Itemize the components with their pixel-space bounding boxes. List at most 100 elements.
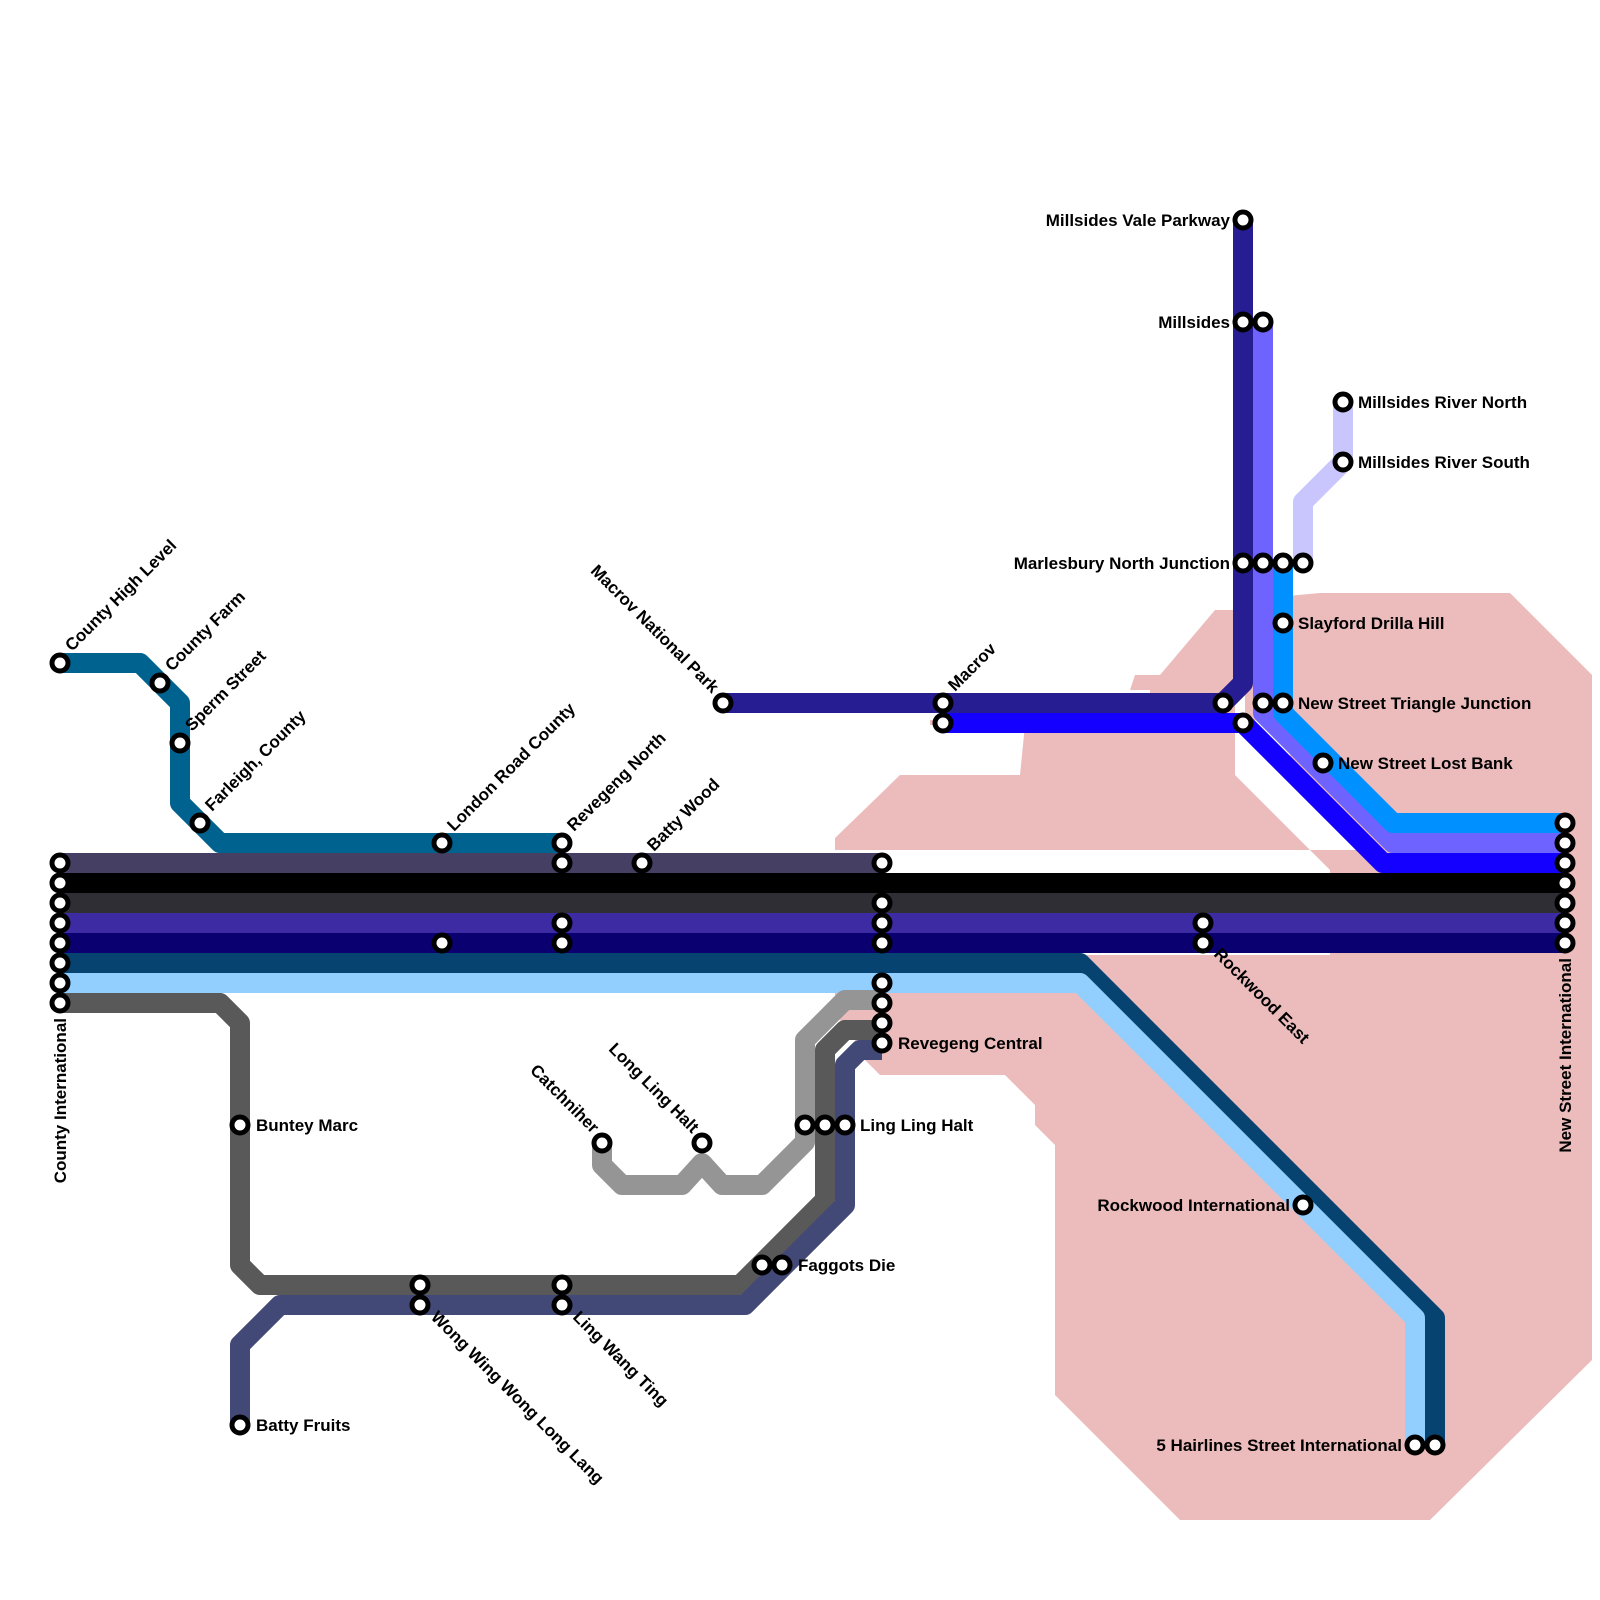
- station-marker[interactable]: [932, 712, 954, 734]
- station-marker[interactable]: [49, 952, 71, 974]
- label-catchniher: Catchniher: [526, 1061, 602, 1137]
- water-area: [835, 610, 1400, 870]
- station-marker[interactable]: [871, 852, 893, 874]
- station-marker[interactable]: [49, 992, 71, 1014]
- station-marker[interactable]: [1554, 872, 1576, 894]
- station-marker[interactable]: [551, 912, 573, 934]
- station-marker[interactable]: [871, 1012, 893, 1034]
- line-sky[interactable]: [60, 973, 1425, 1445]
- station-marker[interactable]: [1192, 932, 1214, 954]
- station-marker[interactable]: [1424, 1434, 1446, 1456]
- station-marker[interactable]: [932, 692, 954, 714]
- label-macrov: Macrov: [944, 639, 1000, 695]
- station-marker[interactable]: [409, 1294, 431, 1316]
- station-marker[interactable]: [1232, 311, 1254, 333]
- label-county-farm: County Farm: [161, 587, 249, 675]
- station-marker[interactable]: [871, 912, 893, 934]
- station-marker[interactable]: [1232, 209, 1254, 231]
- line-royal-navy[interactable]: [723, 220, 1253, 713]
- label-marlesbury-north-junction: Marlesbury North Junction: [1014, 554, 1230, 573]
- station-marker[interactable]: [691, 1132, 713, 1154]
- station-marker[interactable]: [1554, 912, 1576, 934]
- station-marker[interactable]: [551, 932, 573, 954]
- line-light-grey[interactable]: [592, 990, 882, 1195]
- station-marker[interactable]: [149, 672, 171, 694]
- line-periwinkle[interactable]: [1253, 322, 1565, 853]
- label-ling-wang-ting: Ling Wang Ting: [569, 1307, 672, 1410]
- station-marker[interactable]: [871, 1032, 893, 1054]
- label-millsides: Millsides: [1158, 313, 1230, 332]
- line-blue[interactable]: [943, 713, 1565, 873]
- stations: [49, 209, 1576, 1456]
- station-marker[interactable]: [1554, 932, 1576, 954]
- label-millsides-vale-parkway: Millsides Vale Parkway: [1046, 211, 1231, 230]
- station-marker[interactable]: [1252, 311, 1274, 333]
- station-marker[interactable]: [1272, 692, 1294, 714]
- station-marker[interactable]: [1232, 712, 1254, 734]
- line-azure[interactable]: [1273, 563, 1565, 833]
- station-marker[interactable]: [169, 732, 191, 754]
- line-teal[interactable]: [60, 653, 562, 853]
- station-marker[interactable]: [431, 832, 453, 854]
- station-marker[interactable]: [1232, 552, 1254, 574]
- station-marker[interactable]: [49, 912, 71, 934]
- station-marker[interactable]: [49, 852, 71, 874]
- station-marker[interactable]: [1272, 552, 1294, 574]
- station-marker[interactable]: [229, 1114, 251, 1136]
- station-marker[interactable]: [1272, 612, 1294, 634]
- station-marker[interactable]: [551, 852, 573, 874]
- station-marker[interactable]: [1292, 1194, 1314, 1216]
- line-dark-grey[interactable]: [60, 993, 882, 1295]
- station-marker[interactable]: [551, 1294, 573, 1316]
- line-petrol[interactable]: [60, 953, 1445, 1445]
- label-batty-wood: Batty Wood: [643, 775, 723, 855]
- label-macrov-national-park: Macrov National Park: [587, 561, 723, 697]
- station-marker[interactable]: [712, 692, 734, 714]
- station-marker[interactable]: [1252, 692, 1274, 714]
- label-county-international: County International: [51, 1018, 70, 1183]
- station-marker[interactable]: [591, 1132, 613, 1154]
- label-county-high-level: County High Level: [61, 536, 180, 655]
- line-lavender[interactable]: [1293, 402, 1353, 563]
- station-marker[interactable]: [1292, 552, 1314, 574]
- label-sperm-street: Sperm Street: [181, 646, 269, 734]
- station-marker[interactable]: [834, 1114, 856, 1136]
- station-marker[interactable]: [189, 812, 211, 834]
- station-marker[interactable]: [1192, 912, 1214, 934]
- station-marker[interactable]: [631, 852, 653, 874]
- station-marker[interactable]: [814, 1114, 836, 1136]
- station-marker[interactable]: [1332, 451, 1354, 473]
- station-marker[interactable]: [431, 932, 453, 954]
- line-dusk[interactable]: [230, 1040, 882, 1425]
- station-marker[interactable]: [871, 992, 893, 1014]
- label-faggots-die: Faggots Die: [798, 1256, 895, 1275]
- station-marker[interactable]: [49, 932, 71, 954]
- station-marker[interactable]: [871, 932, 893, 954]
- station-marker[interactable]: [49, 652, 71, 674]
- station-marker[interactable]: [1332, 391, 1354, 413]
- label-millsides-river-south: Millsides River South: [1358, 453, 1530, 472]
- station-marker[interactable]: [1554, 852, 1576, 874]
- station-marker[interactable]: [1554, 832, 1576, 854]
- station-marker[interactable]: [409, 1274, 431, 1296]
- station-marker[interactable]: [1554, 892, 1576, 914]
- station-marker[interactable]: [49, 972, 71, 994]
- station-marker[interactable]: [551, 832, 573, 854]
- station-marker[interactable]: [49, 892, 71, 914]
- station-marker[interactable]: [871, 972, 893, 994]
- station-marker[interactable]: [1252, 552, 1274, 574]
- station-marker[interactable]: [794, 1114, 816, 1136]
- label-new-street-triangle-junction: New Street Triangle Junction: [1298, 694, 1531, 713]
- station-marker[interactable]: [229, 1414, 251, 1436]
- station-marker[interactable]: [871, 892, 893, 914]
- station-marker[interactable]: [1554, 812, 1576, 834]
- station-marker[interactable]: [751, 1254, 773, 1276]
- station-marker[interactable]: [49, 872, 71, 894]
- station-marker[interactable]: [551, 1274, 573, 1296]
- label-farleigh-county: Farleigh, County: [201, 706, 310, 815]
- station-marker[interactable]: [1212, 692, 1234, 714]
- station-marker[interactable]: [1404, 1434, 1426, 1456]
- station-marker[interactable]: [1312, 752, 1334, 774]
- station-marker[interactable]: [771, 1254, 793, 1276]
